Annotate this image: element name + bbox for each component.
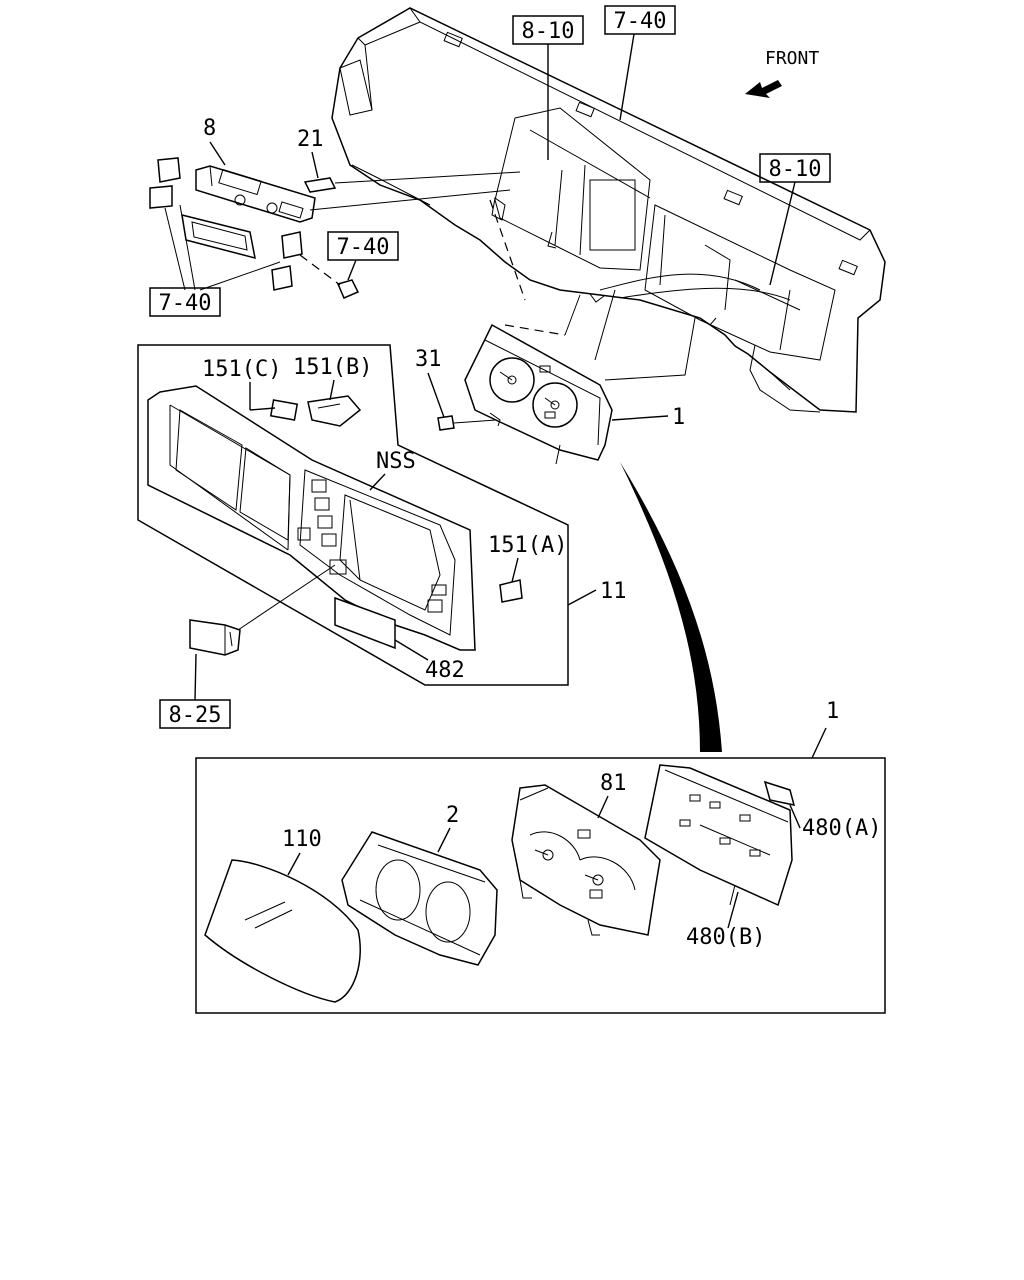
ref-7-40-mid[interactable]: 7-40	[327, 231, 399, 261]
leader-151b	[329, 379, 335, 401]
label-151a: 151(A)	[488, 533, 567, 558]
ref-7-40-left[interactable]: 7-40	[149, 287, 221, 317]
svg-text:7-40: 7-40	[159, 291, 212, 316]
ref-8-10-right[interactable]: 8-10	[759, 153, 831, 183]
lens-110	[204, 859, 361, 1003]
label-31: 31	[415, 347, 442, 372]
leader-7-40-top	[619, 33, 635, 121]
svg-text:7-40: 7-40	[337, 235, 390, 260]
leader-1-cluster	[611, 415, 669, 421]
screw-21	[303, 171, 521, 193]
leader-81	[597, 795, 609, 819]
leader-8	[209, 141, 226, 166]
label-110: 110	[282, 827, 322, 852]
leader-151a	[511, 557, 519, 583]
label-480a: 480(A)	[802, 816, 881, 841]
circuit-board-480	[644, 764, 796, 907]
svg-text:7-40: 7-40	[614, 9, 667, 34]
label-480b: 480(B)	[686, 925, 765, 950]
leader-dash	[489, 199, 526, 301]
cluster-bezel-2	[341, 831, 498, 966]
label-151b: 151(B)	[293, 355, 372, 380]
leader-21	[311, 151, 319, 179]
leader-482	[394, 639, 429, 661]
label-2: 2	[446, 803, 459, 828]
ref-7-40-top[interactable]: 7-40	[604, 5, 676, 35]
leader-110	[287, 852, 301, 876]
exploded-cluster-box	[195, 727, 886, 1014]
leader-8-10-right	[769, 181, 796, 286]
leader-2	[437, 827, 451, 853]
audio-unit	[149, 157, 511, 291]
ref-8-10-top[interactable]: 8-10	[512, 15, 584, 45]
leader-151c	[249, 382, 276, 411]
leader-480b	[727, 891, 739, 929]
front-indicator: FRONT	[745, 48, 819, 98]
leader-nss	[369, 473, 386, 491]
leader-31	[427, 372, 446, 421]
dial-plate-81	[511, 784, 661, 936]
screw-31	[437, 415, 455, 431]
bolt	[299, 254, 360, 299]
svg-text:8-25: 8-25	[169, 703, 222, 728]
ref-8-25[interactable]: 8-25	[159, 699, 231, 729]
label-151c: 151(C)	[202, 357, 281, 382]
label-1-cluster: 1	[672, 405, 685, 430]
label-11: 11	[600, 579, 627, 604]
label-nss: NSS	[376, 449, 416, 474]
arrow-icon	[745, 80, 782, 98]
label-1-box: 1	[826, 699, 839, 724]
leader-480a	[789, 804, 801, 829]
svg-text:8-10: 8-10	[769, 157, 822, 182]
instrument-cluster	[464, 289, 696, 465]
screw-31-shaft	[453, 419, 497, 424]
label-482: 482	[425, 658, 465, 683]
dashboard-panel	[331, 7, 886, 413]
svg-text:8-10: 8-10	[522, 19, 575, 44]
label-81: 81	[600, 771, 627, 796]
bezel-panel	[147, 385, 523, 701]
label-21: 21	[297, 127, 324, 152]
front-label: FRONT	[765, 48, 819, 69]
assembly-arrow	[620, 462, 722, 752]
leader-11	[567, 589, 597, 606]
label-8: 8	[203, 116, 216, 141]
